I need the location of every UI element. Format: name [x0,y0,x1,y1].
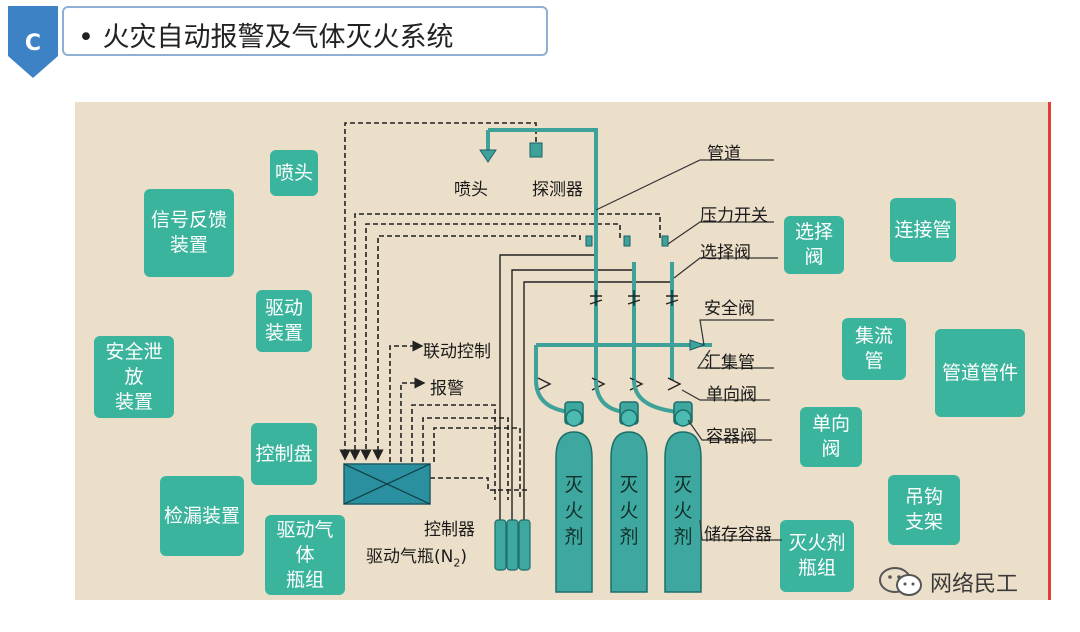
signal-line-pressure-1 [349,213,661,461]
tile-line: 检漏装置 [164,504,241,527]
label-container-valve: 容器阀 [706,427,757,447]
tile-drive-device: 驱动装置 [256,290,312,352]
label-drive-cylinder-text: 驱动气瓶(N [366,547,454,567]
pressure-switches [585,235,669,247]
title-box: • 火灾自动报警及气体灭火系统 [62,6,548,56]
check-valve-symbols [537,377,682,391]
signal-line-pressure-2 [360,223,621,461]
tile-connecting-pipe: 连接管 [890,198,956,262]
label-pipeline: 管道 [707,144,741,164]
cylinder-char: 灭 [673,474,693,496]
page-title: • 火灾自动报警及气体灭火系统 [78,22,454,53]
tile-line: 驱动 [264,297,303,319]
tile-line: 瓶组 [797,557,836,579]
cylinder-char: 火 [564,500,584,522]
signal-line-drive-2 [422,417,509,500]
main-pipeline [486,128,712,380]
section-badge-letter: C [25,31,41,56]
signal-line-alarm [400,377,426,462]
cylinder-char: 灭 [619,474,639,496]
tile-pipe-fittings: 管道管件 [935,329,1025,417]
tile-line: 控制盘 [255,442,313,465]
label-drive-cylinder: 驱动气瓶(N2) [366,542,467,569]
tile-extinguishant-cylinder-group: 灭火剂瓶组 [780,520,854,592]
controller-box [343,463,431,505]
cylinder-char: 灭 [564,474,584,496]
label-check-valve: 单向阀 [706,385,757,405]
cylinder-connectors [534,379,681,414]
tile-hanger-bracket: 吊钩支架 [888,475,960,545]
cylinder-1-text: 灭火剂 [561,472,587,550]
tile-line: 装置 [264,322,303,344]
tile-control-panel: 控制盘 [251,423,317,485]
label-linkage-control: 联动控制 [423,342,491,362]
cylinder-char: 剂 [673,526,693,548]
storage-cylinder-2 [610,401,648,593]
label-detector: 探测器 [532,180,583,200]
signal-line-pressure-3 [372,235,581,461]
tile-line: 灭火剂 [788,532,846,554]
cylinder-2-text: 灭火剂 [616,472,642,550]
tile-line: 单向阀 [811,413,850,460]
tile-line: 选择阀 [794,221,833,268]
nozzle-symbol [479,149,497,163]
tile-line: 信号反馈 [150,209,227,231]
cylinder-char: 剂 [564,526,584,548]
tile-line: 连接管 [894,218,952,241]
label-pressure-switch: 压力开关 [700,206,768,226]
storage-cylinder-1 [555,401,593,593]
signal-line-detector [339,122,537,461]
tile-line: 支架 [904,511,943,533]
tile-leak-detection-device: 检漏装置 [160,476,244,556]
section-badge: C [8,6,58,78]
watermark-text: 网络民工 [930,572,1019,597]
signal-line-drive-3 [433,427,521,500]
tile-line: 吊钩 [904,486,943,508]
label-storage-container: 储存容器 [704,525,772,545]
detector-symbol [529,142,543,158]
cylinder-char: 火 [673,500,693,522]
cylinder-char: 火 [619,500,639,522]
tile-drive-gas-cylinder-group: 驱动气体瓶组 [265,515,345,595]
tile-selector-valve: 选择阀 [784,216,844,274]
label-safety-valve: 安全阀 [704,299,755,319]
tile-manifold: 集流管 [842,318,906,380]
red-edge-stripe [1048,102,1051,600]
tile-line: 安全泄放 [105,340,163,388]
signal-line-controller-drive [430,477,530,491]
cylinder-3-text: 灭火剂 [670,472,696,550]
drive-gas-cylinders [494,519,531,571]
storage-cylinders [555,401,702,593]
tile-line: 装置 [169,234,208,256]
tile-line: 集流管 [854,325,893,372]
tile-nozzle: 喷头 [270,150,318,196]
tile-line: 驱动气体 [276,518,334,566]
tile-line: 管道管件 [941,361,1018,384]
label-selector-valve: 选择阀 [700,243,751,263]
tile-safety-relief-device: 安全泄放装置 [94,336,174,418]
signal-lines [339,122,661,500]
storage-cylinder-3 [664,401,702,593]
signal-line-drive-1 [411,404,496,500]
label-alarm: 报警 [430,379,464,399]
tile-line: 装置 [114,390,153,413]
tile-line: 瓶组 [285,568,324,591]
label-nozzle: 喷头 [454,180,488,200]
tile-line: 喷头 [274,161,313,184]
drive-gas-pipes [499,254,670,520]
label-drive-cylinder-subscript: 2 [453,556,461,570]
cylinder-char: 剂 [619,526,639,548]
label-drive-cylinder-close: ) [460,547,467,567]
leader-lines [595,159,782,541]
tile-signal-feedback-device: 信号反馈装置 [144,189,234,277]
label-manifold: 汇集管 [704,353,755,373]
label-controller: 控制器 [424,520,475,540]
safety-valve-symbol [689,339,706,351]
watermark: 网络民工 [878,566,1018,598]
signal-line-linkage [389,340,424,462]
wechat-icon [879,567,922,596]
selector-valve-symbols [589,290,679,306]
tile-check-valve: 单向阀 [800,407,862,467]
